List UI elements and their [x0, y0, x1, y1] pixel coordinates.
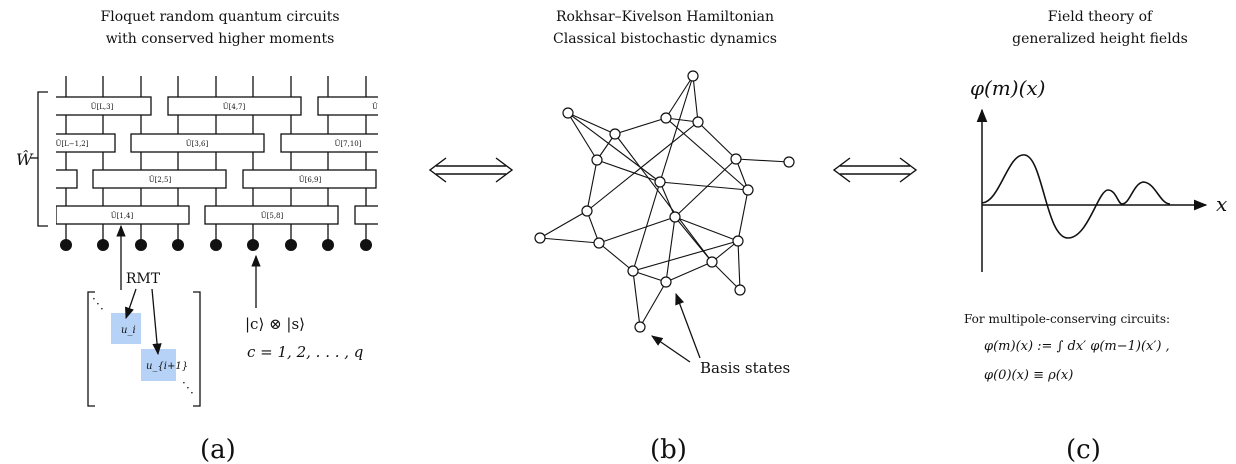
gate-label: Û[5,8] [261, 211, 284, 220]
graph-node [783, 156, 795, 168]
gate-layers [56, 96, 378, 225]
w-bracket [37, 91, 48, 227]
graph-node [660, 276, 672, 288]
graph-node [732, 235, 744, 247]
state-label: |c⟩ ⊗ |s⟩ [245, 315, 305, 333]
graph-node [609, 128, 621, 140]
graph-node [734, 284, 746, 296]
graph-node [660, 112, 672, 124]
gate [56, 169, 78, 189]
svg-text:·: · [100, 302, 104, 316]
block-label-i: u_i [121, 325, 136, 336]
panel-a-title-line2: with conserved higher moments [105, 31, 335, 47]
equation-1: φ(m)(x) := ∫ dx′ φ(m−1)(x′) , [984, 339, 1170, 354]
panel-c-label: (c) [1066, 435, 1101, 464]
qudit-sites [60, 239, 372, 251]
graph-node [669, 211, 681, 223]
gate [317, 96, 378, 116]
circuit-diagram: Ŵ [16, 76, 378, 407]
graph-node [562, 107, 574, 119]
panel-a-title: Floquet random quantum circuits with con… [40, 6, 400, 50]
panel-b-title: Rokhsar–Kivelson Hamiltonian Classical b… [500, 6, 830, 50]
field-plot: φ(m)(x) x [970, 76, 1227, 272]
graph-node [581, 205, 593, 217]
gate-label: Û[1,4] [111, 211, 134, 220]
height-field-curve [981, 154, 1171, 239]
panel-c-title-line1: Field theory of [1047, 9, 1153, 25]
graph-node [706, 256, 718, 268]
matrix-bracket-left [87, 291, 95, 407]
graph-node [634, 321, 646, 333]
basis-states-label: Basis states [700, 359, 790, 377]
panel-b-label: (b) [650, 435, 687, 464]
equivalence-arrow-right [832, 157, 918, 183]
gate-label: Û[L,3] [91, 102, 114, 111]
gate-label: Û[2,5] [149, 175, 172, 184]
matrix-bracket-right [193, 291, 201, 407]
panel-a-title-line1: Floquet random quantum circuits [100, 9, 340, 25]
c-range-label: c = 1, 2, . . . , q [247, 343, 363, 361]
svg-text:·: · [182, 376, 186, 390]
gate-labels: Û[L,3] Û[4,7] Û Û[L−1,2] Û[3,6] Û[7,10] … [55, 102, 378, 220]
gate [354, 205, 378, 225]
graph-node [730, 153, 742, 165]
gate [56, 96, 152, 116]
svg-text:·: · [96, 297, 100, 311]
gate [56, 133, 116, 153]
graph-node [654, 176, 666, 188]
graph-node [742, 184, 754, 196]
gate [280, 133, 378, 153]
svg-text:·: · [186, 381, 190, 395]
panel-a-label: (a) [200, 435, 236, 464]
panel-b-title-line1: Rokhsar–Kivelson Hamiltonian [555, 9, 775, 25]
gate-label: Û[3,6] [186, 139, 209, 148]
gate-label: Û[4,7] [223, 102, 246, 111]
graph-node [591, 154, 603, 166]
gate [92, 169, 227, 189]
y-axis-label: φ(m)(x) [970, 76, 1045, 100]
graph-node [687, 70, 699, 82]
gate-label: Û [372, 102, 378, 111]
panel-b-title-line2: Classical bistochastic dynamics [553, 31, 777, 47]
gate-label: Û[L−1,2] [55, 139, 88, 148]
graph-node [593, 237, 605, 249]
graph-node [627, 265, 639, 277]
w-label: Ŵ [16, 149, 34, 169]
note-title: For multipole-conserving circuits: [964, 312, 1170, 326]
graph-node [534, 232, 546, 244]
panel-c-title: Field theory of generalized height field… [970, 6, 1230, 50]
graph-node [692, 116, 704, 128]
svg-text:·: · [92, 292, 96, 306]
block-label-i-plus-1: u_{i+1} [146, 361, 188, 372]
x-axis-label: x [1216, 192, 1227, 216]
state-graph [534, 70, 795, 333]
equivalence-arrow-left [428, 157, 514, 183]
gate [204, 205, 339, 225]
svg-text:·: · [190, 386, 194, 400]
gate [242, 169, 377, 189]
panel-c-title-line2: generalized height fields [1012, 31, 1188, 47]
gate [167, 96, 302, 116]
gate [56, 205, 190, 225]
gate [130, 133, 265, 153]
rmt-label: RMT [126, 271, 161, 287]
gate-label: Û[7,10] [335, 139, 362, 148]
equation-2: φ(0)(x) ≡ ρ(x) [984, 368, 1073, 383]
gate-label: Û[6,9] [299, 175, 322, 184]
